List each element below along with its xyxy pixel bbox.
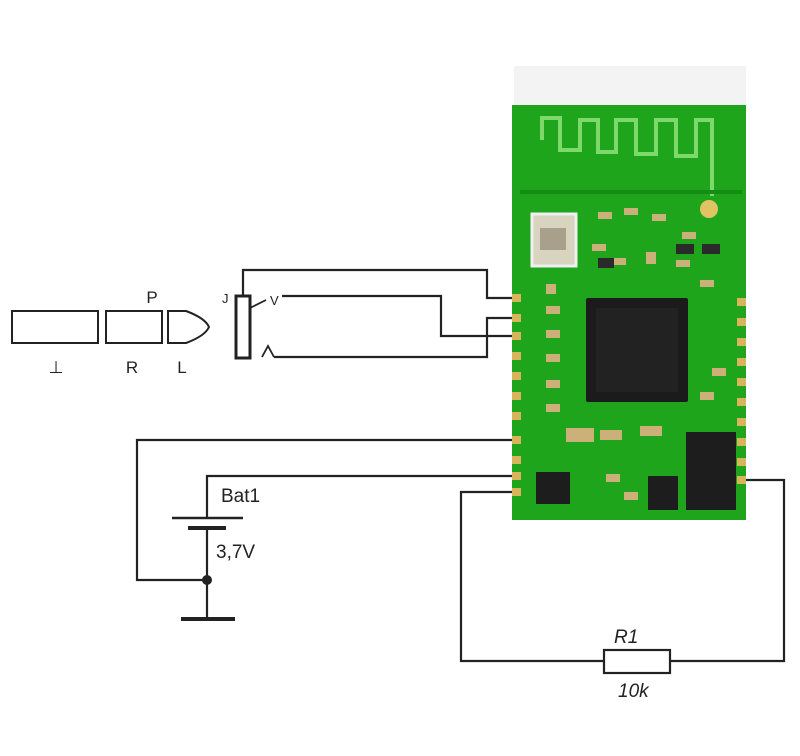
regulator-chip <box>536 472 570 504</box>
antenna-area <box>514 66 746 110</box>
plug-ground-label: ⊥ <box>49 358 64 377</box>
flash-chip-icon <box>686 432 736 510</box>
jack-body <box>234 294 252 360</box>
bluetooth-module <box>512 66 746 520</box>
plug-right-label: R <box>126 358 138 377</box>
resistor-value: 10k <box>618 681 650 702</box>
wire-resistor-right <box>670 478 786 663</box>
resistor-name: R1 <box>614 627 638 648</box>
battery: Bat1 3,7V <box>172 486 260 621</box>
plug-sleeve <box>11 310 99 344</box>
plug-tip <box>167 310 211 344</box>
transistor-chip <box>648 476 678 510</box>
wire-jack-sleeve <box>241 268 512 300</box>
ground-node <box>202 575 212 585</box>
plug-left-label: L <box>177 358 186 377</box>
wire-jack-ring <box>274 316 512 359</box>
smd-components <box>546 208 726 500</box>
pcb-antenna-icon <box>540 116 714 196</box>
resistor: R1 10k <box>602 627 672 702</box>
wire-battery-positive <box>205 474 512 517</box>
audio-plug: ⊥ R L P <box>11 288 211 377</box>
battery-name: Bat1 <box>221 486 260 507</box>
wires <box>135 268 786 663</box>
edge-pads <box>512 294 746 496</box>
jack-contact-lower <box>261 344 275 358</box>
jack-label: J <box>222 291 229 306</box>
battery-voltage: 3,7V <box>216 542 255 563</box>
wire-resistor-left <box>459 490 604 663</box>
audio-jack: J V <box>222 291 279 360</box>
jack-tip-label: V <box>270 293 279 308</box>
resistor-body <box>602 648 672 675</box>
plug-ring <box>105 310 163 344</box>
wire-jack-tip <box>282 294 512 338</box>
wire-module-ground <box>135 438 512 582</box>
plug-ring-label: P <box>146 288 157 307</box>
antenna-feed <box>700 200 718 218</box>
